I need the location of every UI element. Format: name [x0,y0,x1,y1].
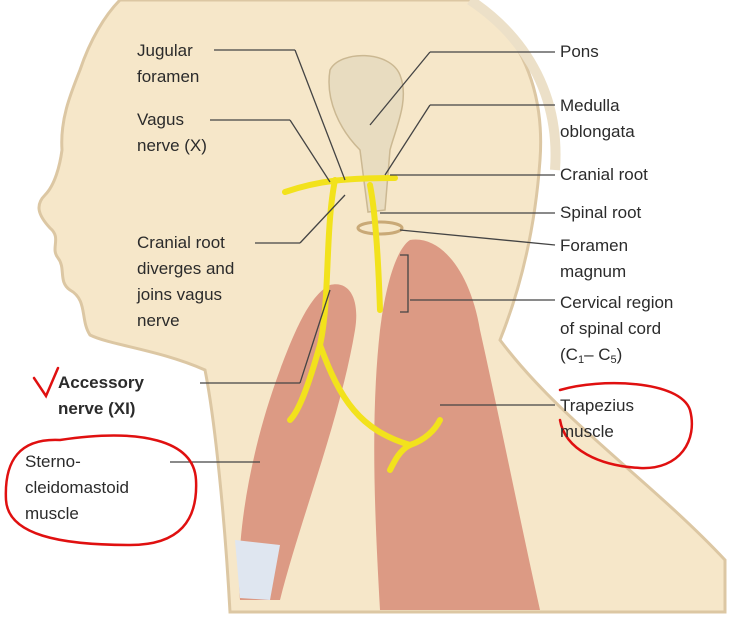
label-line: oblongata [560,122,635,141]
range-dash: – C [584,345,611,364]
label-line: cleidomastoid [25,478,129,497]
label-line: nerve (XI) [58,399,136,418]
label-accessory-nerve: Accessory nerve (XI) [58,370,144,422]
cervical-range: (C1– C5) [560,345,623,366]
label-cervical-region: Cervical region of spinal cord (C1– C5) [560,290,673,373]
label-line: Vagus [137,110,184,129]
tendon [235,540,280,600]
skull-outline [467,0,561,171]
label-jugular-foramen: Jugular foramen [137,38,199,90]
label-medulla: Medulla oblongata [560,93,635,145]
accessory-nerve [282,175,443,473]
label-foramen-magnum: Foramen magnum [560,233,628,285]
range-sub1: 1 [577,354,585,366]
label-pons: Pons [560,42,599,61]
leader-lines [170,49,556,463]
label-line: nerve [137,311,180,330]
label-line: foramen [137,67,200,86]
circle-trapezius [558,381,694,470]
label-line: Jugular [137,41,193,60]
label-line: Cervical region [560,293,674,312]
label-line: Medulla [560,96,620,115]
trapezius-muscle [374,239,540,610]
range-open: (C [560,345,578,364]
red-annotations [4,366,694,547]
label-line: muscle [25,504,79,523]
label-line: magnum [560,262,627,281]
label-sternocleidomastoid: Sterno-cleidomastoid muscle [25,449,129,527]
checkmark-annotation [32,366,60,399]
label-line: Trapezius [560,396,635,415]
label-line: Cranial root [137,233,225,252]
label-line: diverges and [137,259,235,278]
brainstem [328,54,405,213]
label-line: of spinal cord [560,319,662,338]
label-cranial-root-diverges: Cranial root diverges and joins vagus nerve [137,230,234,334]
label-line: muscle [560,422,614,441]
label-line: joins vagus [137,285,223,304]
label-spinal-root: Spinal root [560,203,642,222]
label-line: nerve (X) [137,136,207,155]
label-line: Foramen [560,236,629,255]
range-sub2: 5 [610,354,617,366]
range-close: ) [616,345,623,364]
foramen-magnum [356,220,404,236]
circle-sternocleidomastoid [4,434,198,547]
label-trapezius: Trapezius muscle [560,393,634,445]
label-line: Accessory [58,373,145,392]
label-cranial-root: Cranial root [560,165,648,184]
label-line: Sterno- [25,452,81,471]
label-vagus-nerve: Vagus nerve (X) [137,107,207,159]
